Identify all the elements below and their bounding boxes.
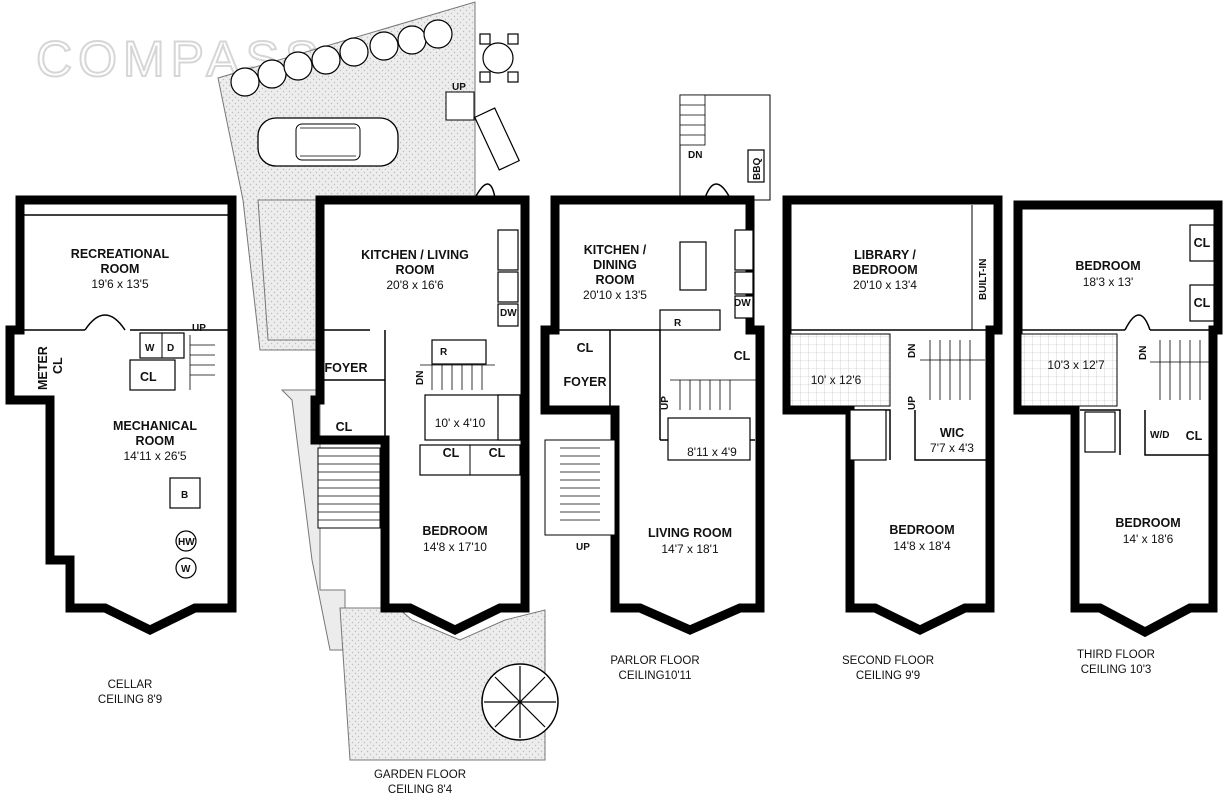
recreational-room-label-2: ROOM bbox=[101, 262, 140, 276]
shrub-icons bbox=[230, 19, 453, 97]
garden-kitchen-dim: 20'8 x 16'6 bbox=[386, 278, 444, 292]
third-caption: THIRD FLOOR bbox=[1077, 649, 1155, 661]
second-floor-plan: LIBRARY / BEDROOM 20'10 x 13'4 BUILT-IN … bbox=[782, 195, 1003, 682]
wic-dim: 7'7 x 4'3 bbox=[930, 441, 974, 455]
parlor-kitchen-label-3: ROOM bbox=[596, 273, 635, 287]
library-label-2: BEDROOM bbox=[852, 263, 917, 277]
parlor-foyer-label: FOYER bbox=[563, 375, 606, 389]
mechanical-room-label-2: ROOM bbox=[136, 434, 175, 448]
meter-cl-label: CL bbox=[51, 357, 65, 374]
garden-floor-plan: KITCHEN / LIVING ROOM 20'8 x 16'6 FOYER … bbox=[310, 183, 530, 796]
wic-label: WIC bbox=[940, 426, 964, 440]
garden-bath-dim: 10' x 4'10 bbox=[435, 416, 486, 430]
cellar-plan: RECREATIONAL ROOM 19'6 x 13'5 MECHANICAL… bbox=[5, 195, 237, 706]
cellar-closet-label: CL bbox=[140, 370, 157, 384]
meter-label: METER bbox=[36, 346, 50, 390]
parlor-closet-1: CL bbox=[577, 341, 594, 355]
second-up-label: UP bbox=[907, 396, 918, 410]
parlor-kitchen-label: KITCHEN / bbox=[584, 243, 647, 257]
garden-dishwasher-label: DW bbox=[500, 308, 517, 319]
parlor-kitchen-label-2: DINING bbox=[593, 258, 637, 272]
third-closet-3: CL bbox=[1186, 429, 1203, 443]
garden-kitchen-label-2: ROOM bbox=[396, 263, 435, 277]
third-floor-plan: BEDROOM 18'3 x 13' CL CL 10'3 x 12'7 DN … bbox=[1013, 200, 1223, 676]
second-caption: SECOND FLOOR bbox=[842, 655, 934, 667]
car-icon bbox=[257, 117, 399, 167]
library-label: LIBRARY / bbox=[854, 248, 916, 262]
second-bath-dim: 10' x 12'6 bbox=[811, 373, 862, 387]
parlor-bath-dim: 8'11 x 4'9 bbox=[687, 445, 737, 459]
mechanical-room-label: MECHANICAL bbox=[113, 419, 197, 433]
third-bedroom-1-dim: 18'3 x 13' bbox=[1083, 275, 1134, 289]
garden-bedroom-label: BEDROOM bbox=[422, 524, 487, 538]
cellar-ceiling: CEILING 8'9 bbox=[98, 694, 162, 706]
recreational-room-label: RECREATIONAL bbox=[71, 247, 170, 261]
garden-foyer-label: FOYER bbox=[324, 361, 367, 375]
third-bedroom-2-label: BEDROOM bbox=[1115, 516, 1180, 530]
water-label: W bbox=[181, 564, 191, 575]
lounge-chair-icon bbox=[473, 107, 521, 171]
second-bedroom-dim: 14'8 x 18'4 bbox=[893, 539, 951, 553]
third-bath-dim: 10'3 x 12'7 bbox=[1047, 358, 1105, 372]
third-ceiling: CEILING 10'3 bbox=[1081, 664, 1152, 676]
garden-bedroom-dim: 14'8 x 17'10 bbox=[423, 540, 487, 554]
parlor-dn-label: DN bbox=[688, 150, 702, 161]
washer-label: W bbox=[145, 343, 155, 354]
garden-ceiling: CEILING 8'4 bbox=[388, 784, 453, 796]
cellar-caption: CELLAR bbox=[108, 679, 153, 691]
third-closet-2: CL bbox=[1194, 296, 1211, 310]
garden-closet-3: CL bbox=[489, 446, 506, 460]
library-dim: 20'10 x 13'4 bbox=[853, 278, 917, 292]
built-in-label: BUILT-IN bbox=[978, 259, 989, 300]
garden-closet-1: CL bbox=[336, 420, 353, 434]
garden-dn-label: DN bbox=[415, 371, 426, 385]
cellar-up-label: UP bbox=[192, 323, 206, 334]
parlor-ceiling: CEILING10'11 bbox=[619, 670, 692, 682]
parlor-up-label: UP bbox=[660, 396, 671, 410]
parlor-kitchen-dim: 20'10 x 13'5 bbox=[583, 288, 647, 302]
dryer-label: D bbox=[167, 343, 174, 354]
second-ceiling: CEILING 9'9 bbox=[856, 670, 920, 682]
garden-kitchen-label: KITCHEN / LIVING bbox=[361, 248, 469, 262]
hot-water-label: HW bbox=[178, 537, 195, 548]
living-room-dim: 14'7 x 18'1 bbox=[661, 542, 719, 556]
third-bedroom-1-label: BEDROOM bbox=[1075, 259, 1140, 273]
garden-caption: GARDEN FLOOR bbox=[374, 769, 466, 781]
second-bedroom-label: BEDROOM bbox=[889, 523, 954, 537]
front-yard bbox=[257, 199, 559, 761]
third-dn-label: DN bbox=[1138, 346, 1149, 360]
third-bedroom-2-dim: 14' x 18'6 bbox=[1123, 532, 1174, 546]
parlor-dishwasher-label: DW bbox=[734, 298, 751, 309]
recreational-room-dim: 19'6 x 13'5 bbox=[91, 277, 149, 291]
stoop-up-label: UP bbox=[576, 542, 590, 553]
parlor-closet-2: CL bbox=[734, 349, 751, 363]
tree-icon bbox=[481, 663, 559, 741]
patio-up-label: UP bbox=[452, 82, 466, 93]
boiler-label: B bbox=[181, 490, 188, 501]
living-room-label: LIVING ROOM bbox=[648, 526, 732, 540]
second-dn-label: DN bbox=[907, 344, 918, 358]
third-closet-1: CL bbox=[1194, 236, 1211, 250]
garden-closet-2: CL bbox=[443, 446, 460, 460]
washer-dryer-label: W/D bbox=[1150, 430, 1169, 441]
patio-table-icon bbox=[479, 33, 519, 83]
parlor-caption: PARLOR FLOOR bbox=[610, 655, 699, 667]
bbq-label: BBQ bbox=[752, 158, 763, 180]
mechanical-room-dim: 14'11 x 26'5 bbox=[123, 449, 186, 463]
garden-fridge-label: R bbox=[440, 347, 448, 358]
parlor-floor-plan: KITCHEN / DINING ROOM 20'10 x 13'5 CL FO… bbox=[540, 94, 771, 682]
parlor-fridge-label: R bbox=[674, 318, 682, 329]
